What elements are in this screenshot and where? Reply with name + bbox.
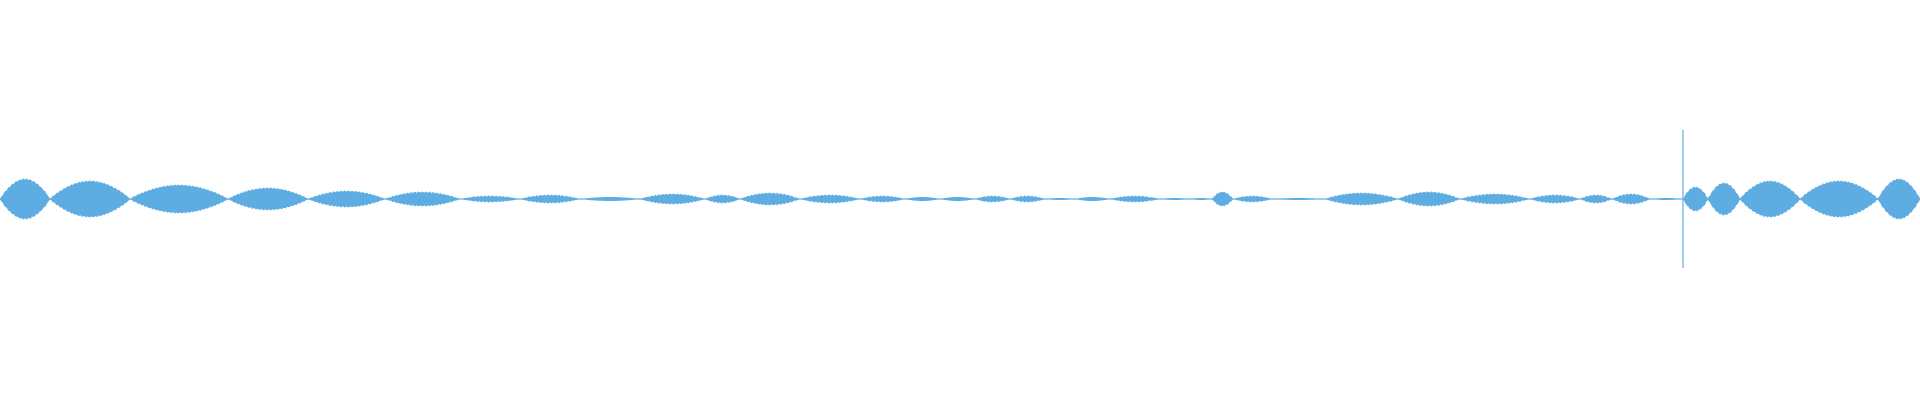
waveform-envelope — [0, 178, 1920, 220]
